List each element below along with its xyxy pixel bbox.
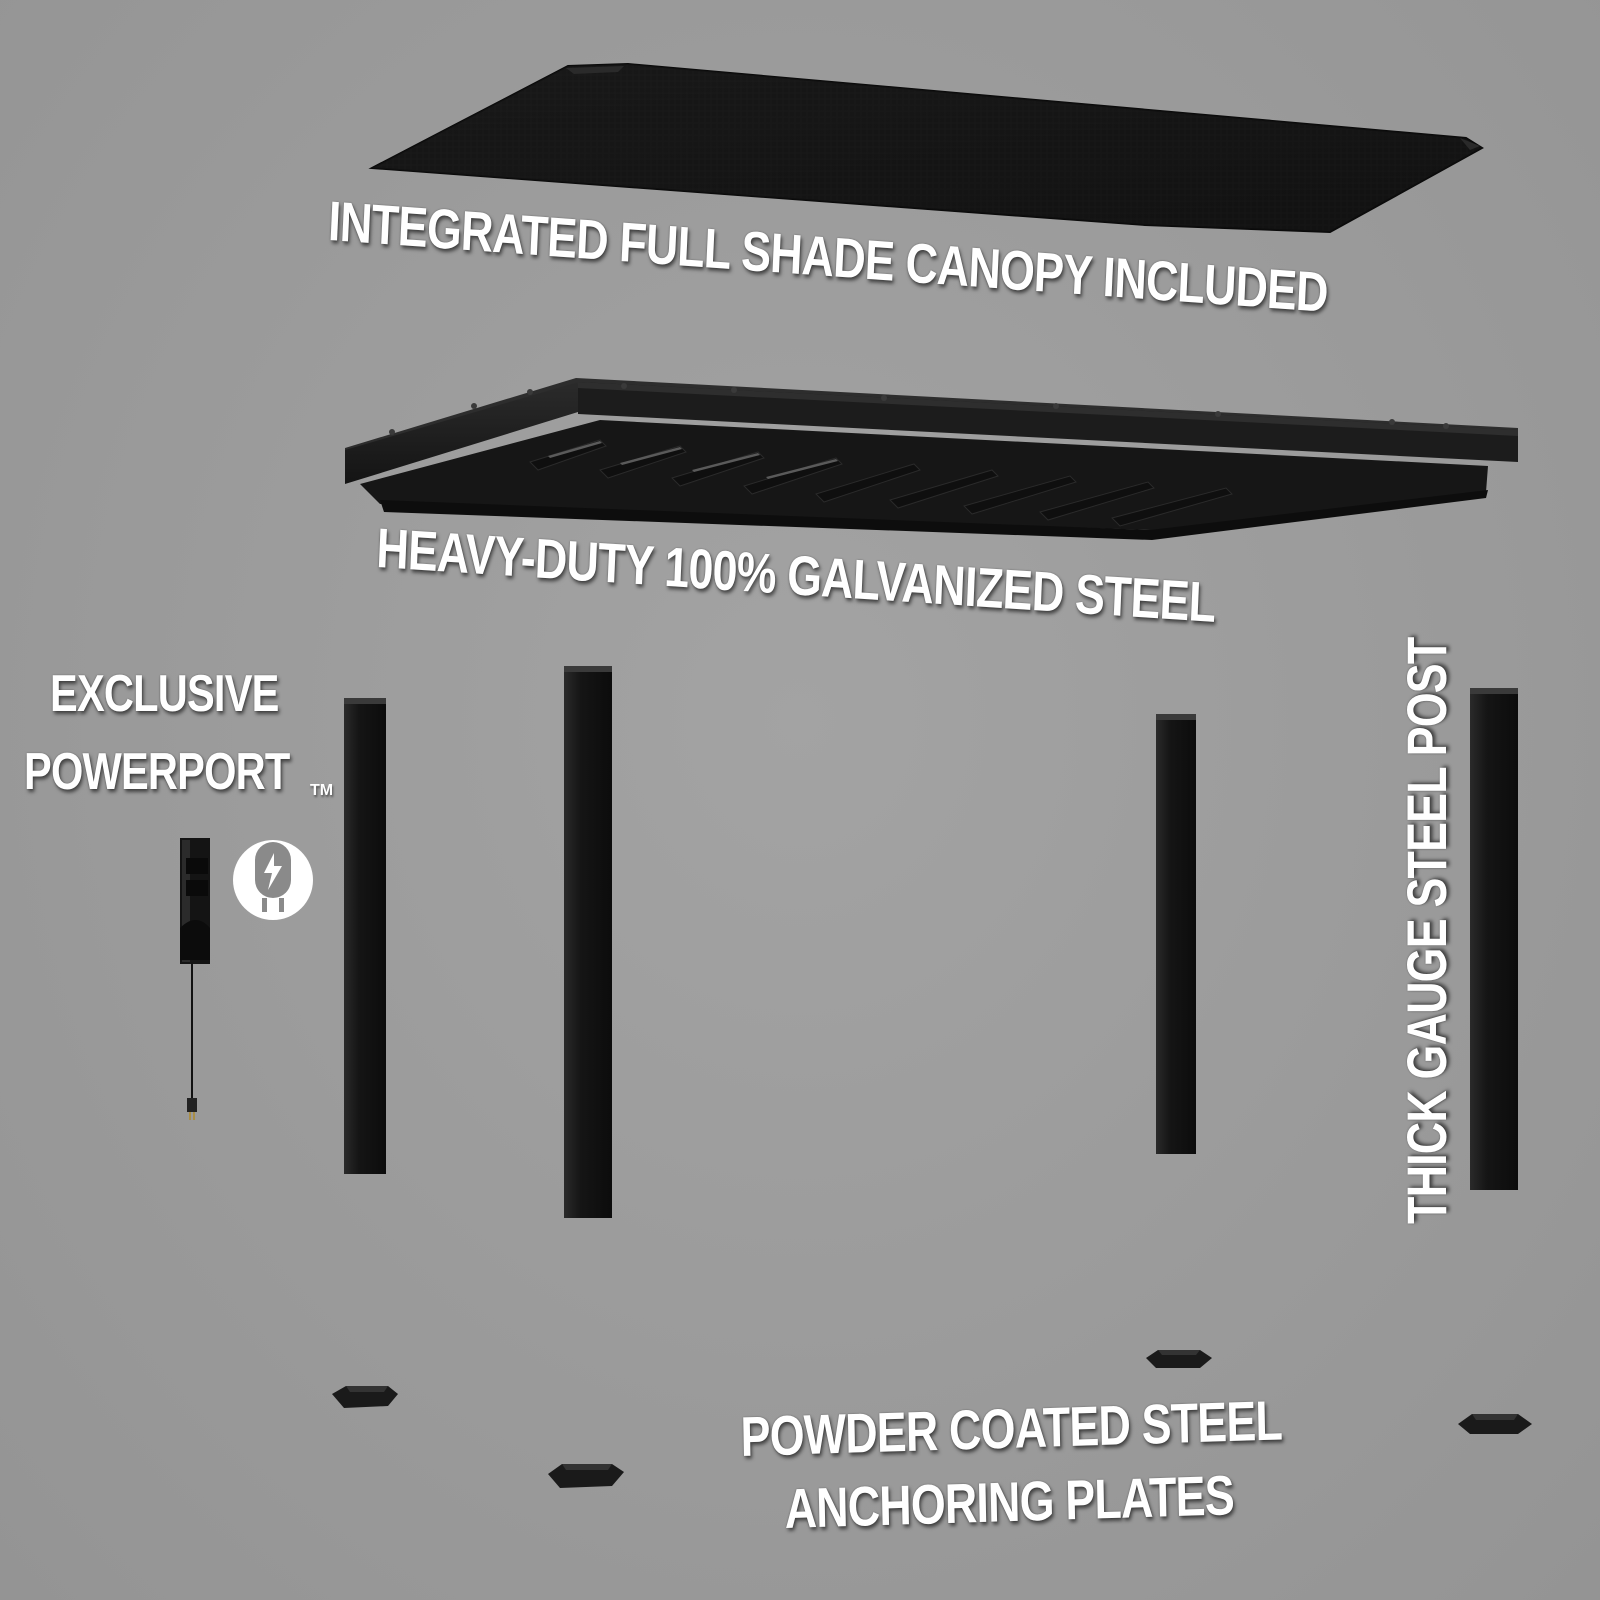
anchor-plate-4 bbox=[1458, 1414, 1532, 1434]
post-3 bbox=[1156, 714, 1196, 1154]
steel-post-label: THICK GAUGE STEEL POST bbox=[1395, 637, 1458, 1224]
post-4 bbox=[1470, 688, 1518, 1190]
power-plug-icon bbox=[233, 840, 313, 920]
steel-roof-frame bbox=[345, 378, 1518, 540]
shade-canopy bbox=[368, 62, 1484, 234]
steel-posts bbox=[344, 666, 1518, 1218]
anchoring-plates-label: ANCHORING PLATES bbox=[784, 1463, 1235, 1540]
anchor-plate-2 bbox=[548, 1464, 624, 1488]
anchor-plate-3 bbox=[1146, 1350, 1212, 1368]
exclusive-label: EXCLUSIVE bbox=[50, 665, 279, 723]
post-2 bbox=[564, 666, 612, 1218]
powerport-device bbox=[180, 838, 210, 1120]
anchor-plate-1 bbox=[332, 1386, 398, 1408]
powerport-label: POWERPORT bbox=[24, 743, 290, 801]
anchoring-plates bbox=[332, 1350, 1532, 1488]
post-1 bbox=[344, 698, 386, 1174]
trademark-label: TM bbox=[310, 782, 334, 799]
